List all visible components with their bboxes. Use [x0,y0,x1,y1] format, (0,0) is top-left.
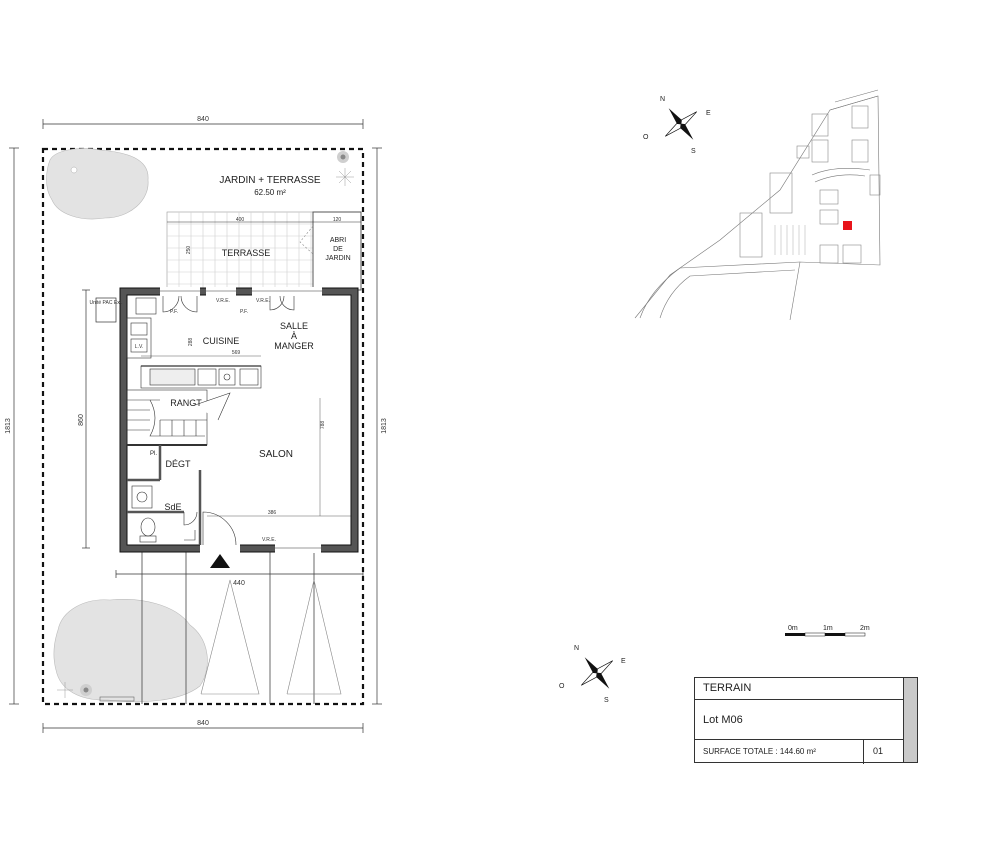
terrace-grid [167,212,313,290]
room-terrasse: TERRASSE [222,248,271,258]
dim-front-width: 440 [233,580,245,587]
room-sde: SdE [164,502,181,512]
room-cuisine: CUISINE [203,336,240,346]
compass-top [664,108,698,140]
dim-salon-width: 386 [268,510,277,516]
bathroom-walls [127,445,202,545]
heat-pump-unit [95,297,117,323]
lv-label: L.V. [135,344,143,350]
shrub-icon [57,151,354,698]
scale-label-2: 2m [860,625,870,632]
room-salle-3: MANGER [274,341,314,351]
garden-area: 62.50 m² [254,188,286,197]
compass-bottom-e: E [621,658,626,665]
vre-label-2: V.R.E. [256,298,270,304]
heat-pump-label: Unité PAC Ext. [90,300,123,306]
compass-top-s: S [691,148,696,155]
scale-label-0: 0m [788,625,798,632]
title-block-sheet-number: 01 [873,746,884,756]
dim-kitchen-width: 569 [232,350,241,356]
house-walls [119,287,359,553]
room-abri-3: JARDIN [325,255,350,262]
title-block-lot: Lot M06 [703,714,743,726]
heat-pump-inner [135,297,157,315]
dimension-lines [9,119,382,733]
vre-label-3: V.R.E. [262,537,276,543]
room-abri-2: DE [333,246,343,253]
room-salle-2: À [291,331,297,341]
door-swings [162,295,295,546]
title-block-row-title: TERRAIN [695,678,903,700]
tree-bottom-left [53,599,208,703]
room-salle-1: SALLE [280,321,308,331]
scale-label-1: 1m [823,625,833,632]
pf-label-2: P.F. [240,309,248,315]
tree-top-left [46,148,149,220]
room-salon: SALON [259,449,293,460]
dim-house-height: 860 [78,414,85,426]
room-degt: DÉGT [165,459,191,469]
terrace-tiles [166,211,314,291]
dim-top-width: 840 [197,116,209,123]
compass-top-n: N [660,96,665,103]
dim-terrace-depth: 250 [186,246,192,255]
dim-left-height: 1813 [5,418,12,434]
title-block-title: TERRAIN [703,682,752,694]
entrance-arrow [210,554,230,568]
compass-bottom-n: N [574,645,579,652]
room-placard: Pl. [150,451,157,457]
room-rangt: RANGT [170,398,202,408]
room-abri-1: ABRI [330,237,346,244]
title-block-strip [903,678,917,762]
staircase [126,389,231,446]
plot-boundary [41,147,365,706]
compass-top-e: E [706,110,711,117]
dim-salon-height: 788 [320,421,326,430]
compass-bottom-s: S [604,697,609,704]
lot-highlight [843,221,852,230]
dim-terrace-width: 400 [236,217,245,223]
compass-bottom-o: O [559,683,565,690]
title-block-row-surface: SURFACE TOTALE : 144.60 m² 01 [695,740,903,764]
dim-kitchen-depth: 288 [188,338,194,347]
compass-bottom [580,657,614,689]
garden-shed [312,211,362,291]
scale-bar [785,632,866,637]
compass-top-o: O [643,134,649,141]
dim-bottom-width: 840 [197,720,209,727]
vre-label-1: V.R.E. [216,298,230,304]
title-block-surface: SURFACE TOTALE : 144.60 m² [703,747,816,756]
bathroom-fixtures [131,485,198,543]
dim-abri-width: 120 [333,217,342,223]
parking-area [141,552,342,704]
title-block: TERRAIN Lot M06 SURFACE TOTALE : 144.60 … [694,677,918,764]
garden-title: JARDIN + TERRASSE [219,175,321,186]
dim-right-height: 1813 [381,418,388,434]
site-map [634,89,881,321]
garden-bench [99,696,135,702]
pf-label-1: P.F. [170,309,178,315]
kitchen-fixtures [126,317,262,389]
title-block-row-lot: Lot M06 [695,700,903,740]
